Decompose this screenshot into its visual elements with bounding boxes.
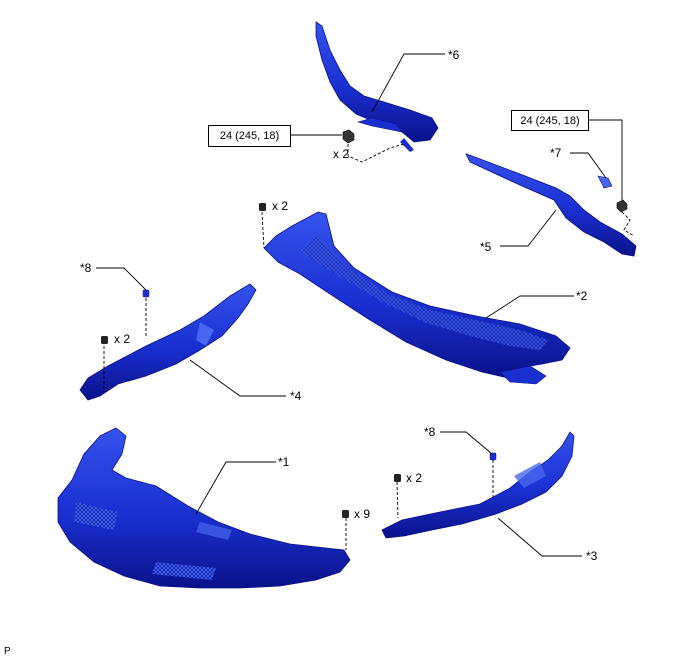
cowl-side-panel-rh [381,431,575,539]
callout-part-7: *7 [550,146,562,160]
pin-clip-icon [489,452,497,461]
illustration-code: P [4,646,11,657]
callout-part-8-rh: *8 [424,425,436,439]
qty-nut-wiper-lh: x 2 [333,147,349,161]
callout-part-4: *4 [290,389,302,403]
install-guide-lines [103,143,635,550]
clip-icon [101,336,108,344]
callout-part-8-lh: *8 [80,261,92,275]
clip-icon [342,510,349,518]
callout-part-5: *5 [480,240,492,254]
torque-spec-box-rh: 24 (245, 18) [511,110,589,131]
clip-icon [394,474,401,482]
callout-part-6: *6 [448,48,460,62]
wiper-cap [597,175,613,189]
qty-clip-side-rh: x 2 [406,471,422,485]
wiper-arm-rh [465,153,637,257]
callout-part-1: *1 [278,455,290,469]
fastener-icons [101,129,628,518]
callout-part-3: *3 [586,549,598,563]
cowl-side-panel-lh [79,283,257,401]
qty-clip-cowl-top: x 2 [272,199,288,213]
nut-icon [342,129,355,144]
cowl-front-panel [57,427,351,589]
qty-clip-side-lh: x 2 [114,332,130,346]
cowl-louver-sub-assembly [263,211,571,385]
qty-clip-front-panel: x 9 [354,507,370,521]
nut-icon [616,199,628,213]
torque-spec-box-lh: 24 (245, 18) [208,125,291,147]
pin-clip-icon [142,289,150,298]
callout-part-2: *2 [576,289,588,303]
wiper-arm-lh [315,21,439,152]
clip-icon [259,203,266,211]
leader-lines [96,53,623,557]
